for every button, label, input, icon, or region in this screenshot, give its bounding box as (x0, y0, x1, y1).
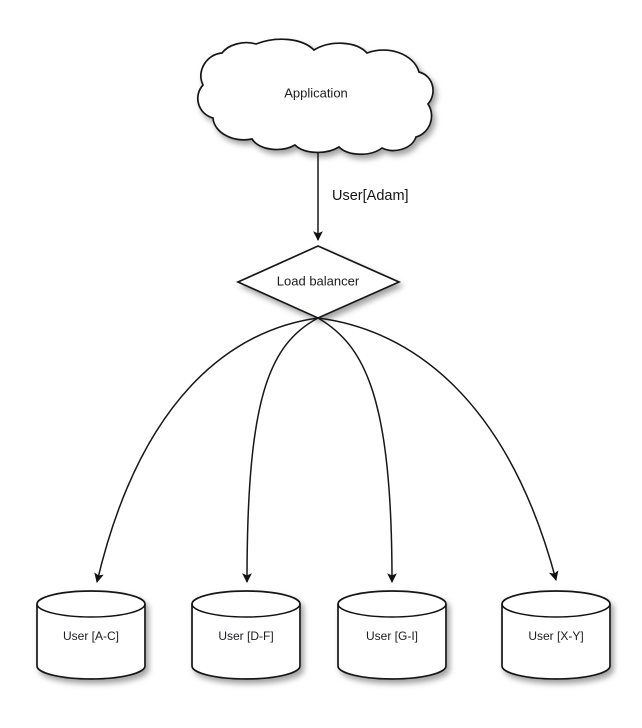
edge-cloud-to-balancer-label: User[Adam] (332, 188, 409, 204)
node-database-0[interactable]: User [A-C] (36, 590, 146, 680)
node-database-1[interactable]: User [D-F] (191, 590, 301, 680)
cylinder-body-1 (191, 590, 301, 680)
edge-to-db-2 (317, 317, 397, 583)
node-application-cloud[interactable]: Application (196, 38, 434, 156)
cylinder-body-2 (337, 590, 447, 680)
cloud-label: Application (284, 85, 348, 100)
edges-balancer-to-databases (94, 317, 559, 583)
cylinder-top-ellipse-3 (501, 603, 611, 618)
cylinder-label-2: User [G-I] (366, 629, 418, 643)
cylinder-label-0: User [A-C] (63, 629, 119, 643)
edge-cloud-to-balancer: User[Adam] (313, 153, 409, 241)
edge-to-db-0 (94, 317, 319, 583)
cylinder-top-ellipse-2 (337, 603, 447, 618)
cylinder-top-ellipse-0 (36, 603, 146, 618)
cylinder-body-3 (501, 590, 611, 680)
node-load-balancer-diamond[interactable]: Load balancer (235, 245, 402, 319)
diamond-label: Load balancer (277, 273, 360, 288)
cylinder-label-1: User [D-F] (218, 629, 273, 643)
cylinder-top-ellipse-1 (191, 603, 301, 618)
cloud-shape (196, 38, 434, 156)
node-database-3[interactable]: User [X-Y] (501, 590, 611, 680)
edge-to-db-1 (242, 317, 319, 583)
cylinder-body-0 (36, 590, 146, 680)
cylinder-label-3: User [X-Y] (528, 629, 583, 643)
node-database-2[interactable]: User [G-I] (337, 590, 447, 680)
edge-to-db-3 (317, 317, 559, 581)
